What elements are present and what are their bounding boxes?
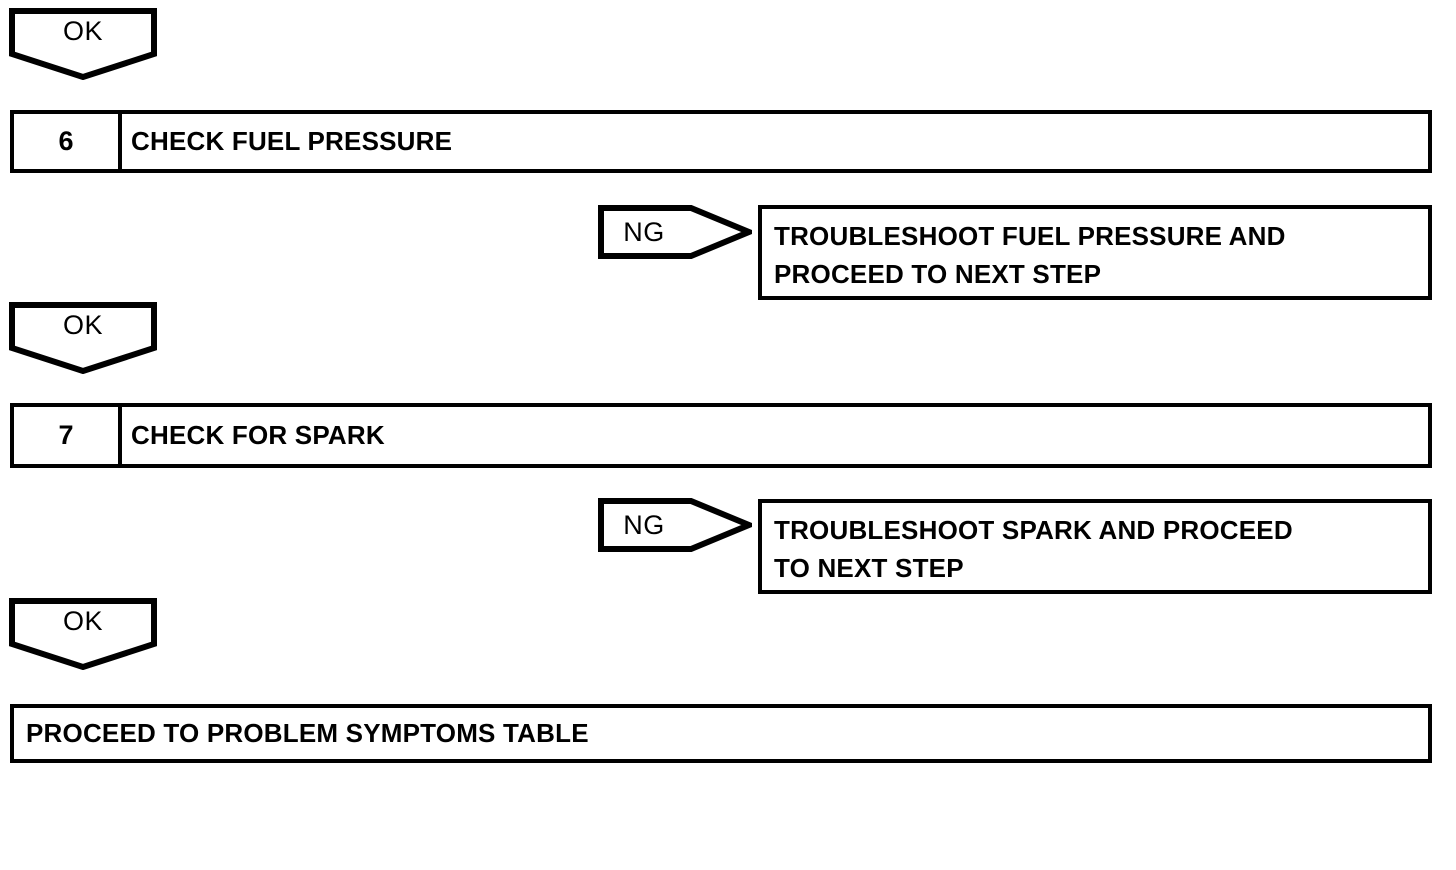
final-result-label: PROCEED TO PROBLEM SYMPTOMS TABLE (26, 718, 589, 748)
ok-pentagon-icon (9, 302, 157, 374)
action-box-fuel-pressure-line2: PROCEED TO NEXT STEP (774, 259, 1102, 289)
ng-arrow-icon (598, 205, 752, 259)
ok-connector-middle: OK (9, 302, 157, 374)
action-box-spark-line1: TROUBLESHOOT SPARK AND PROCEED (774, 515, 1293, 545)
step-row-7[interactable]: 7 CHECK FOR SPARK (10, 403, 1432, 468)
step-number-6: 6 (14, 114, 122, 169)
ng-connector-fuel: NG (598, 205, 752, 259)
step-title-7: CHECK FOR SPARK (131, 420, 385, 450)
ok-pentagon-icon (9, 598, 157, 670)
ng-arrow-icon (598, 498, 752, 552)
action-box-fuel-pressure-line1: TROUBLESHOOT FUEL PRESSURE AND (774, 221, 1286, 251)
action-box-spark[interactable]: TROUBLESHOOT SPARK AND PROCEED TO NEXT S… (758, 499, 1432, 594)
final-result-box[interactable]: PROCEED TO PROBLEM SYMPTOMS TABLE (10, 704, 1432, 763)
step-number-7: 7 (14, 407, 122, 464)
ok-connector-top: OK (9, 8, 157, 80)
ok-connector-bottom: OK (9, 598, 157, 670)
ok-pentagon-icon (9, 8, 157, 80)
step-row-6[interactable]: 6 CHECK FUEL PRESSURE (10, 110, 1432, 173)
action-box-fuel-pressure[interactable]: TROUBLESHOOT FUEL PRESSURE AND PROCEED T… (758, 205, 1432, 300)
ng-connector-spark: NG (598, 498, 752, 552)
action-box-spark-line2: TO NEXT STEP (774, 553, 964, 583)
step-title-6: CHECK FUEL PRESSURE (131, 126, 453, 156)
